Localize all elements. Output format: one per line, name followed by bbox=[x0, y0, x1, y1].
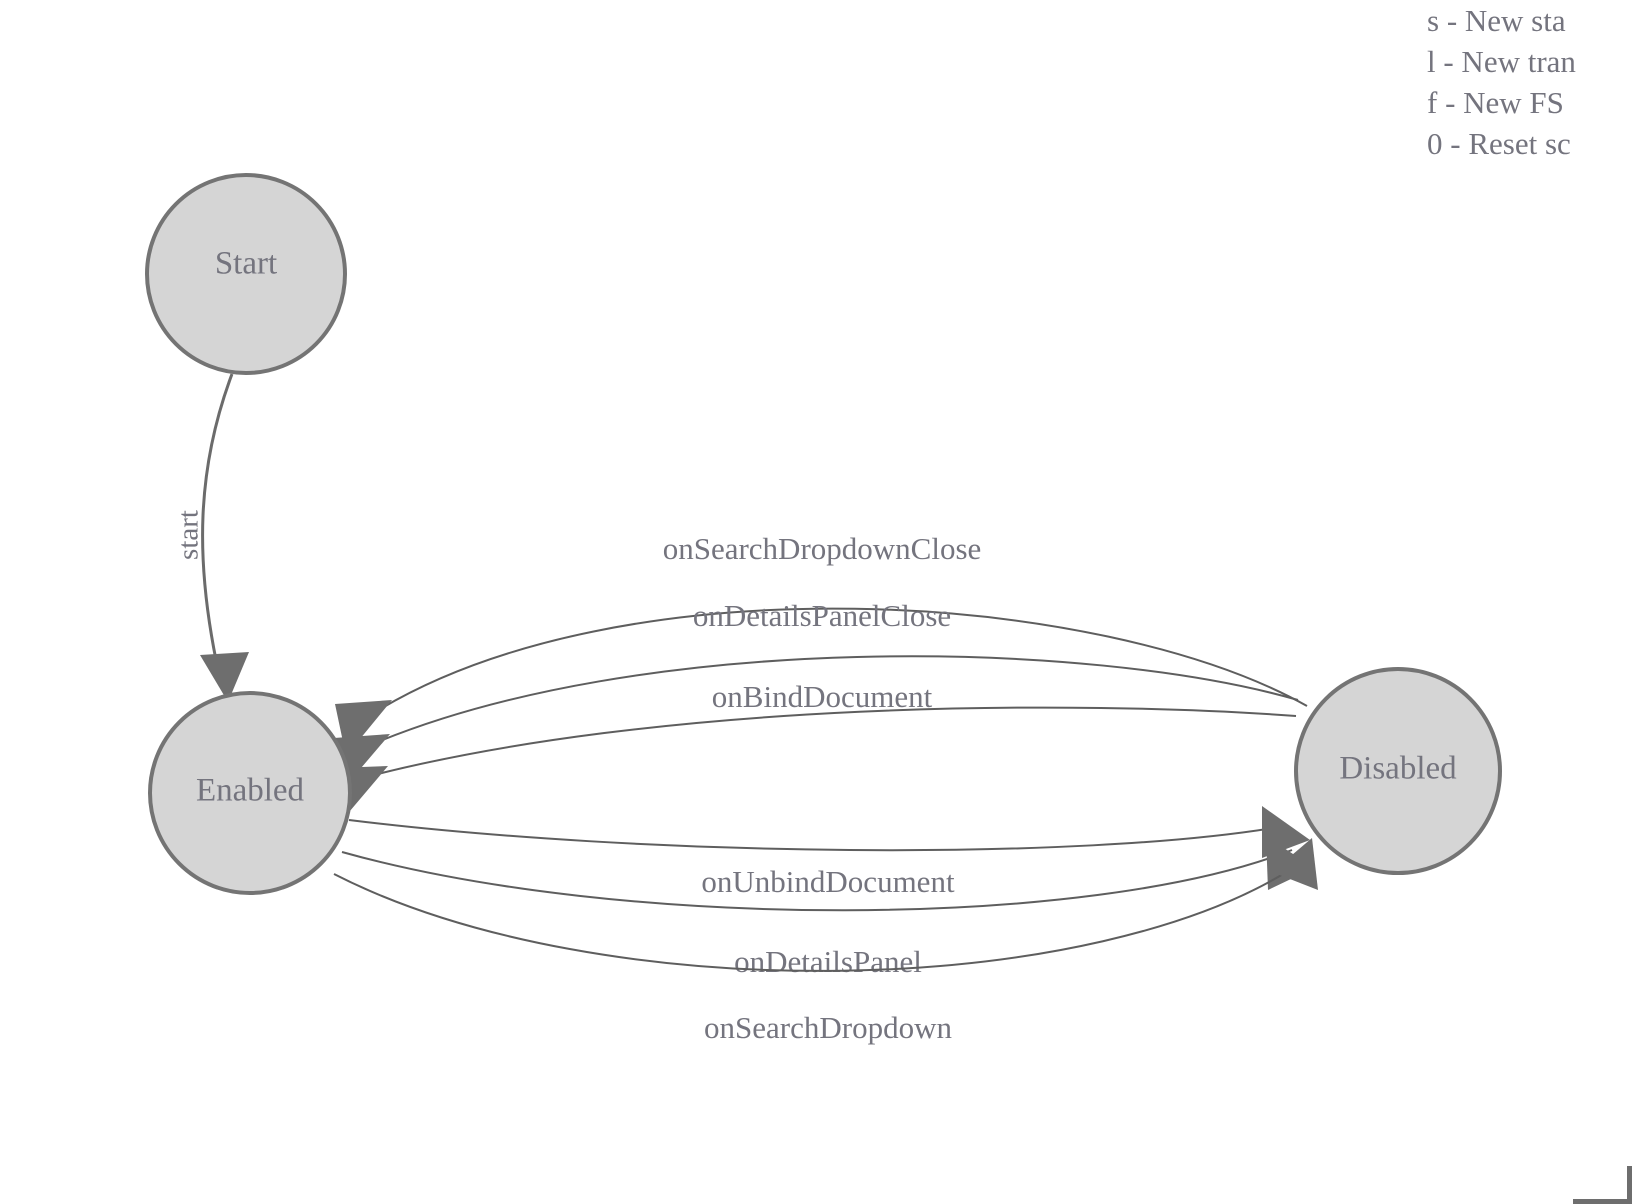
node-start-label: Start bbox=[215, 246, 277, 282]
vertical-scrollbar-corner[interactable] bbox=[1627, 1166, 1632, 1204]
edge-path-onsearchdropdownclose bbox=[371, 607, 1308, 715]
node-enabled-label: Enabled bbox=[196, 773, 305, 809]
edge-label-ondetailspanel: onDetailsPanel bbox=[734, 944, 922, 979]
horizontal-scrollbar-corner[interactable] bbox=[1573, 1199, 1627, 1204]
arrowhead-start-enabled bbox=[200, 652, 249, 702]
node-enabled-circle[interactable] bbox=[148, 691, 352, 895]
edge-start-to-enabled[interactable]: start bbox=[173, 373, 249, 702]
edge-path-onbinddocument bbox=[361, 706, 1297, 779]
node-start[interactable]: Start bbox=[145, 173, 347, 375]
edge-disabled-to-enabled-searchdropdownclose[interactable]: onSearchDropdownClose bbox=[335, 531, 1308, 756]
edge-label-onsearchdropdown: onSearchDropdown bbox=[704, 1010, 952, 1045]
legend-line-reset: 0 - Reset sc bbox=[1427, 126, 1571, 161]
node-enabled[interactable]: Enabled bbox=[148, 691, 352, 895]
edge-enabled-to-disabled-searchdropdown[interactable]: onSearchDropdown bbox=[333, 838, 1318, 1045]
legend-line-new-transition: l - New tran bbox=[1427, 44, 1576, 79]
keyboard-shortcuts-legend: s - New sta l - New tran f - New FS 0 - … bbox=[1427, 0, 1632, 164]
edge-label-start: start bbox=[173, 510, 205, 560]
edge-label-ondetailspanelclose: onDetailsPanelClose bbox=[693, 598, 951, 633]
edge-path-onsearchdropdown bbox=[333, 861, 1303, 972]
edge-path-onunbinddocument bbox=[348, 819, 1286, 852]
legend-line-new-state: s - New sta bbox=[1427, 3, 1566, 38]
legend-line-new-fsm: f - New FS bbox=[1427, 85, 1564, 120]
edge-enabled-to-disabled-detailspanel[interactable]: onDetailsPanel bbox=[341, 836, 1314, 979]
node-disabled-circle[interactable] bbox=[1294, 667, 1502, 875]
edge-path-start-enabled bbox=[201, 373, 234, 661]
edge-path-ondetailspanel bbox=[341, 849, 1293, 912]
edge-path-ondetailspanelclose bbox=[367, 655, 1299, 747]
edge-disabled-to-enabled-binddocument[interactable]: onBindDocument bbox=[336, 679, 1297, 818]
node-disabled[interactable]: Disabled bbox=[1294, 667, 1502, 875]
edge-label-onunbinddocument: onUnbindDocument bbox=[701, 864, 955, 899]
edge-enabled-to-disabled-unbinddocument[interactable]: onUnbindDocument bbox=[348, 806, 1310, 899]
arrowhead-onsearchdropdown bbox=[1272, 838, 1318, 890]
edge-label-onsearchdropdownclose: onSearchDropdownClose bbox=[663, 531, 982, 566]
edge-label-onbinddocument: onBindDocument bbox=[712, 679, 933, 714]
node-disabled-label: Disabled bbox=[1339, 751, 1457, 787]
node-start-circle[interactable] bbox=[145, 173, 347, 375]
